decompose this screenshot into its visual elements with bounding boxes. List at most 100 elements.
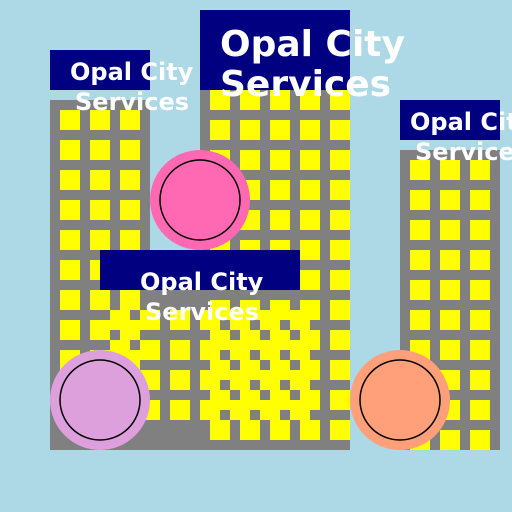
building-center-window (330, 210, 350, 230)
building-front-window (260, 340, 280, 360)
building-center-window (330, 180, 350, 200)
building-center-window (330, 150, 350, 170)
building-center-window (330, 240, 350, 260)
building-left-window (90, 320, 110, 340)
building-front-window (140, 340, 160, 360)
building-right-window (470, 190, 490, 210)
building-left-window (60, 290, 80, 310)
building-front-window (290, 310, 310, 330)
building-left-window (90, 230, 110, 250)
sign-front (100, 250, 300, 290)
sign-right-line1: Opal City (410, 108, 512, 136)
building-center-window (300, 90, 320, 110)
building-right-window (440, 310, 460, 330)
building-right-window (470, 280, 490, 300)
building-right-window (470, 160, 490, 180)
building-left-window (60, 170, 80, 190)
building-center-window (240, 90, 260, 110)
building-left-window (90, 140, 110, 160)
building-center-window (330, 270, 350, 290)
building-left-window (60, 140, 80, 160)
building-center-window (270, 120, 290, 140)
building-left-window (120, 170, 140, 190)
building-left-window (120, 230, 140, 250)
building-front-window (200, 340, 220, 360)
building-front-window (260, 370, 280, 390)
building-front-window (170, 400, 190, 420)
building-front-window (230, 400, 250, 420)
building-right-window (440, 190, 460, 210)
building-right-window (470, 250, 490, 270)
building-center-window (270, 90, 290, 110)
building-right-window (470, 340, 490, 360)
building-front-window (230, 340, 250, 360)
building-right-window (440, 340, 460, 360)
building-center-window (330, 300, 350, 320)
building-right-window (440, 280, 460, 300)
building-front-window (290, 340, 310, 360)
building-left-window (60, 110, 80, 130)
building-center-window (210, 420, 230, 440)
building-front-window (260, 400, 280, 420)
pink-circle-ring (159, 159, 241, 241)
building-left-window (60, 260, 80, 280)
sign-center-line1: Opal City (220, 24, 405, 65)
building-right-window (410, 190, 430, 210)
building-center-window (300, 150, 320, 170)
building-front-window (170, 370, 190, 390)
building-center-window (240, 150, 260, 170)
building-front-window (170, 310, 190, 330)
building-left-window (60, 230, 80, 250)
building-left-window (120, 200, 140, 220)
building-left-window (90, 170, 110, 190)
building-right-window (440, 430, 460, 450)
building-right-window (470, 400, 490, 420)
building-front-window (200, 370, 220, 390)
building-left-window (90, 200, 110, 220)
building-front-window (230, 310, 250, 330)
building-right-window (440, 160, 460, 180)
sign-left-line1: Opal City (70, 58, 194, 86)
building-right-window (410, 220, 430, 240)
building-center-window (240, 420, 260, 440)
building-front-window (170, 340, 190, 360)
salmon-circle-ring (359, 359, 441, 441)
building-right-window (410, 280, 430, 300)
building-center-window (270, 210, 290, 230)
pink-circle (150, 150, 250, 250)
building-front-window (110, 310, 130, 330)
building-left-window (120, 290, 140, 310)
building-center-window (210, 90, 230, 110)
building-right-window (410, 250, 430, 270)
building-front-window (290, 370, 310, 390)
building-center-window (240, 120, 260, 140)
building-center-window (330, 120, 350, 140)
building-front-window (200, 310, 220, 330)
sign-center-line2: Services (220, 64, 391, 105)
building-center-window (300, 210, 320, 230)
building-right-window (440, 250, 460, 270)
building-front-window (200, 400, 220, 420)
building-front-window (260, 310, 280, 330)
plum-circle-ring (59, 359, 141, 441)
building-left-window (90, 290, 110, 310)
building-left-window (120, 140, 140, 160)
building-right-window (470, 310, 490, 330)
sign-left (50, 50, 150, 90)
sign-center (200, 10, 350, 90)
building-center-window (270, 420, 290, 440)
sign-front-line2: Services (145, 298, 259, 326)
building-left-window (60, 200, 80, 220)
sign-front-line1: Opal City (140, 268, 264, 296)
building-center-window (300, 420, 320, 440)
building-center-window (330, 390, 350, 410)
building-left-window (60, 320, 80, 340)
sign-right (400, 100, 500, 140)
building-center-window (300, 120, 320, 140)
building-center-window (330, 420, 350, 440)
building-center-window (330, 360, 350, 380)
sign-left-line2: Services (75, 88, 189, 116)
building-center-window (330, 90, 350, 110)
building-right-window (470, 430, 490, 450)
building-front-window (290, 400, 310, 420)
